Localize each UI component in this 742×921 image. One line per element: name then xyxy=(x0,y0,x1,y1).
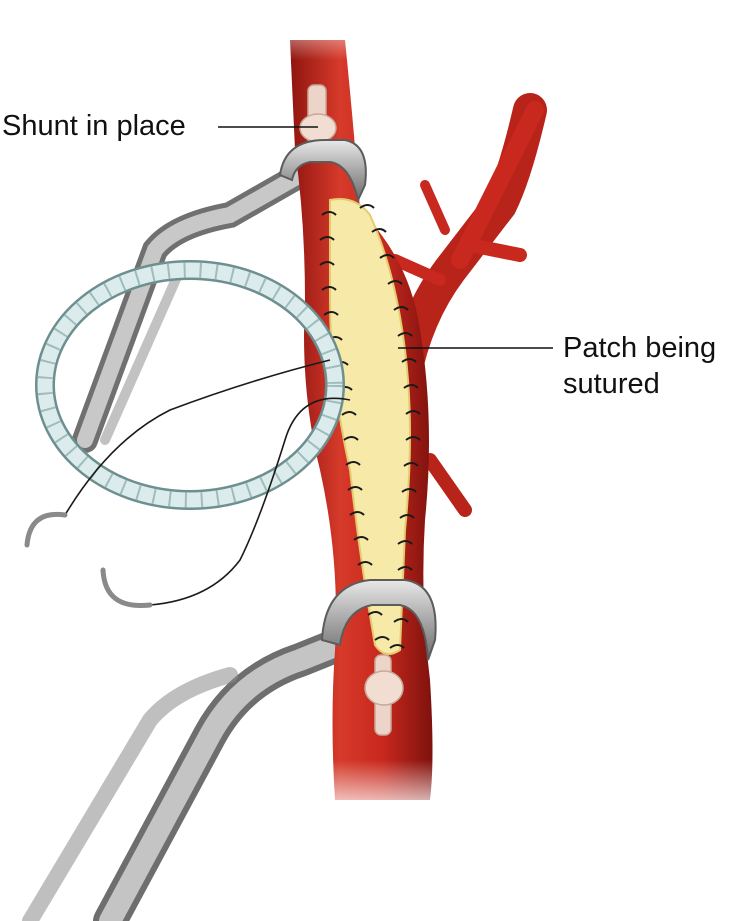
patch xyxy=(329,198,411,655)
patch-label-line1: Patch being xyxy=(563,332,717,364)
patch-label: Patch being sutured xyxy=(563,330,716,402)
shunt-lower xyxy=(364,654,404,736)
upper-clamp-shaft xyxy=(72,162,313,453)
patch-label-line2: sutured xyxy=(563,368,660,400)
vessel-loop xyxy=(35,260,345,510)
lower-clamp-jaw xyxy=(320,579,437,661)
shunt-label: Shunt in place xyxy=(2,110,186,142)
suture-threads xyxy=(64,359,351,606)
lower-clamp-shaft xyxy=(22,623,367,921)
patch-sutures xyxy=(319,204,421,649)
suture-needles xyxy=(24,511,153,609)
upper-clamp-jaw xyxy=(278,139,367,204)
